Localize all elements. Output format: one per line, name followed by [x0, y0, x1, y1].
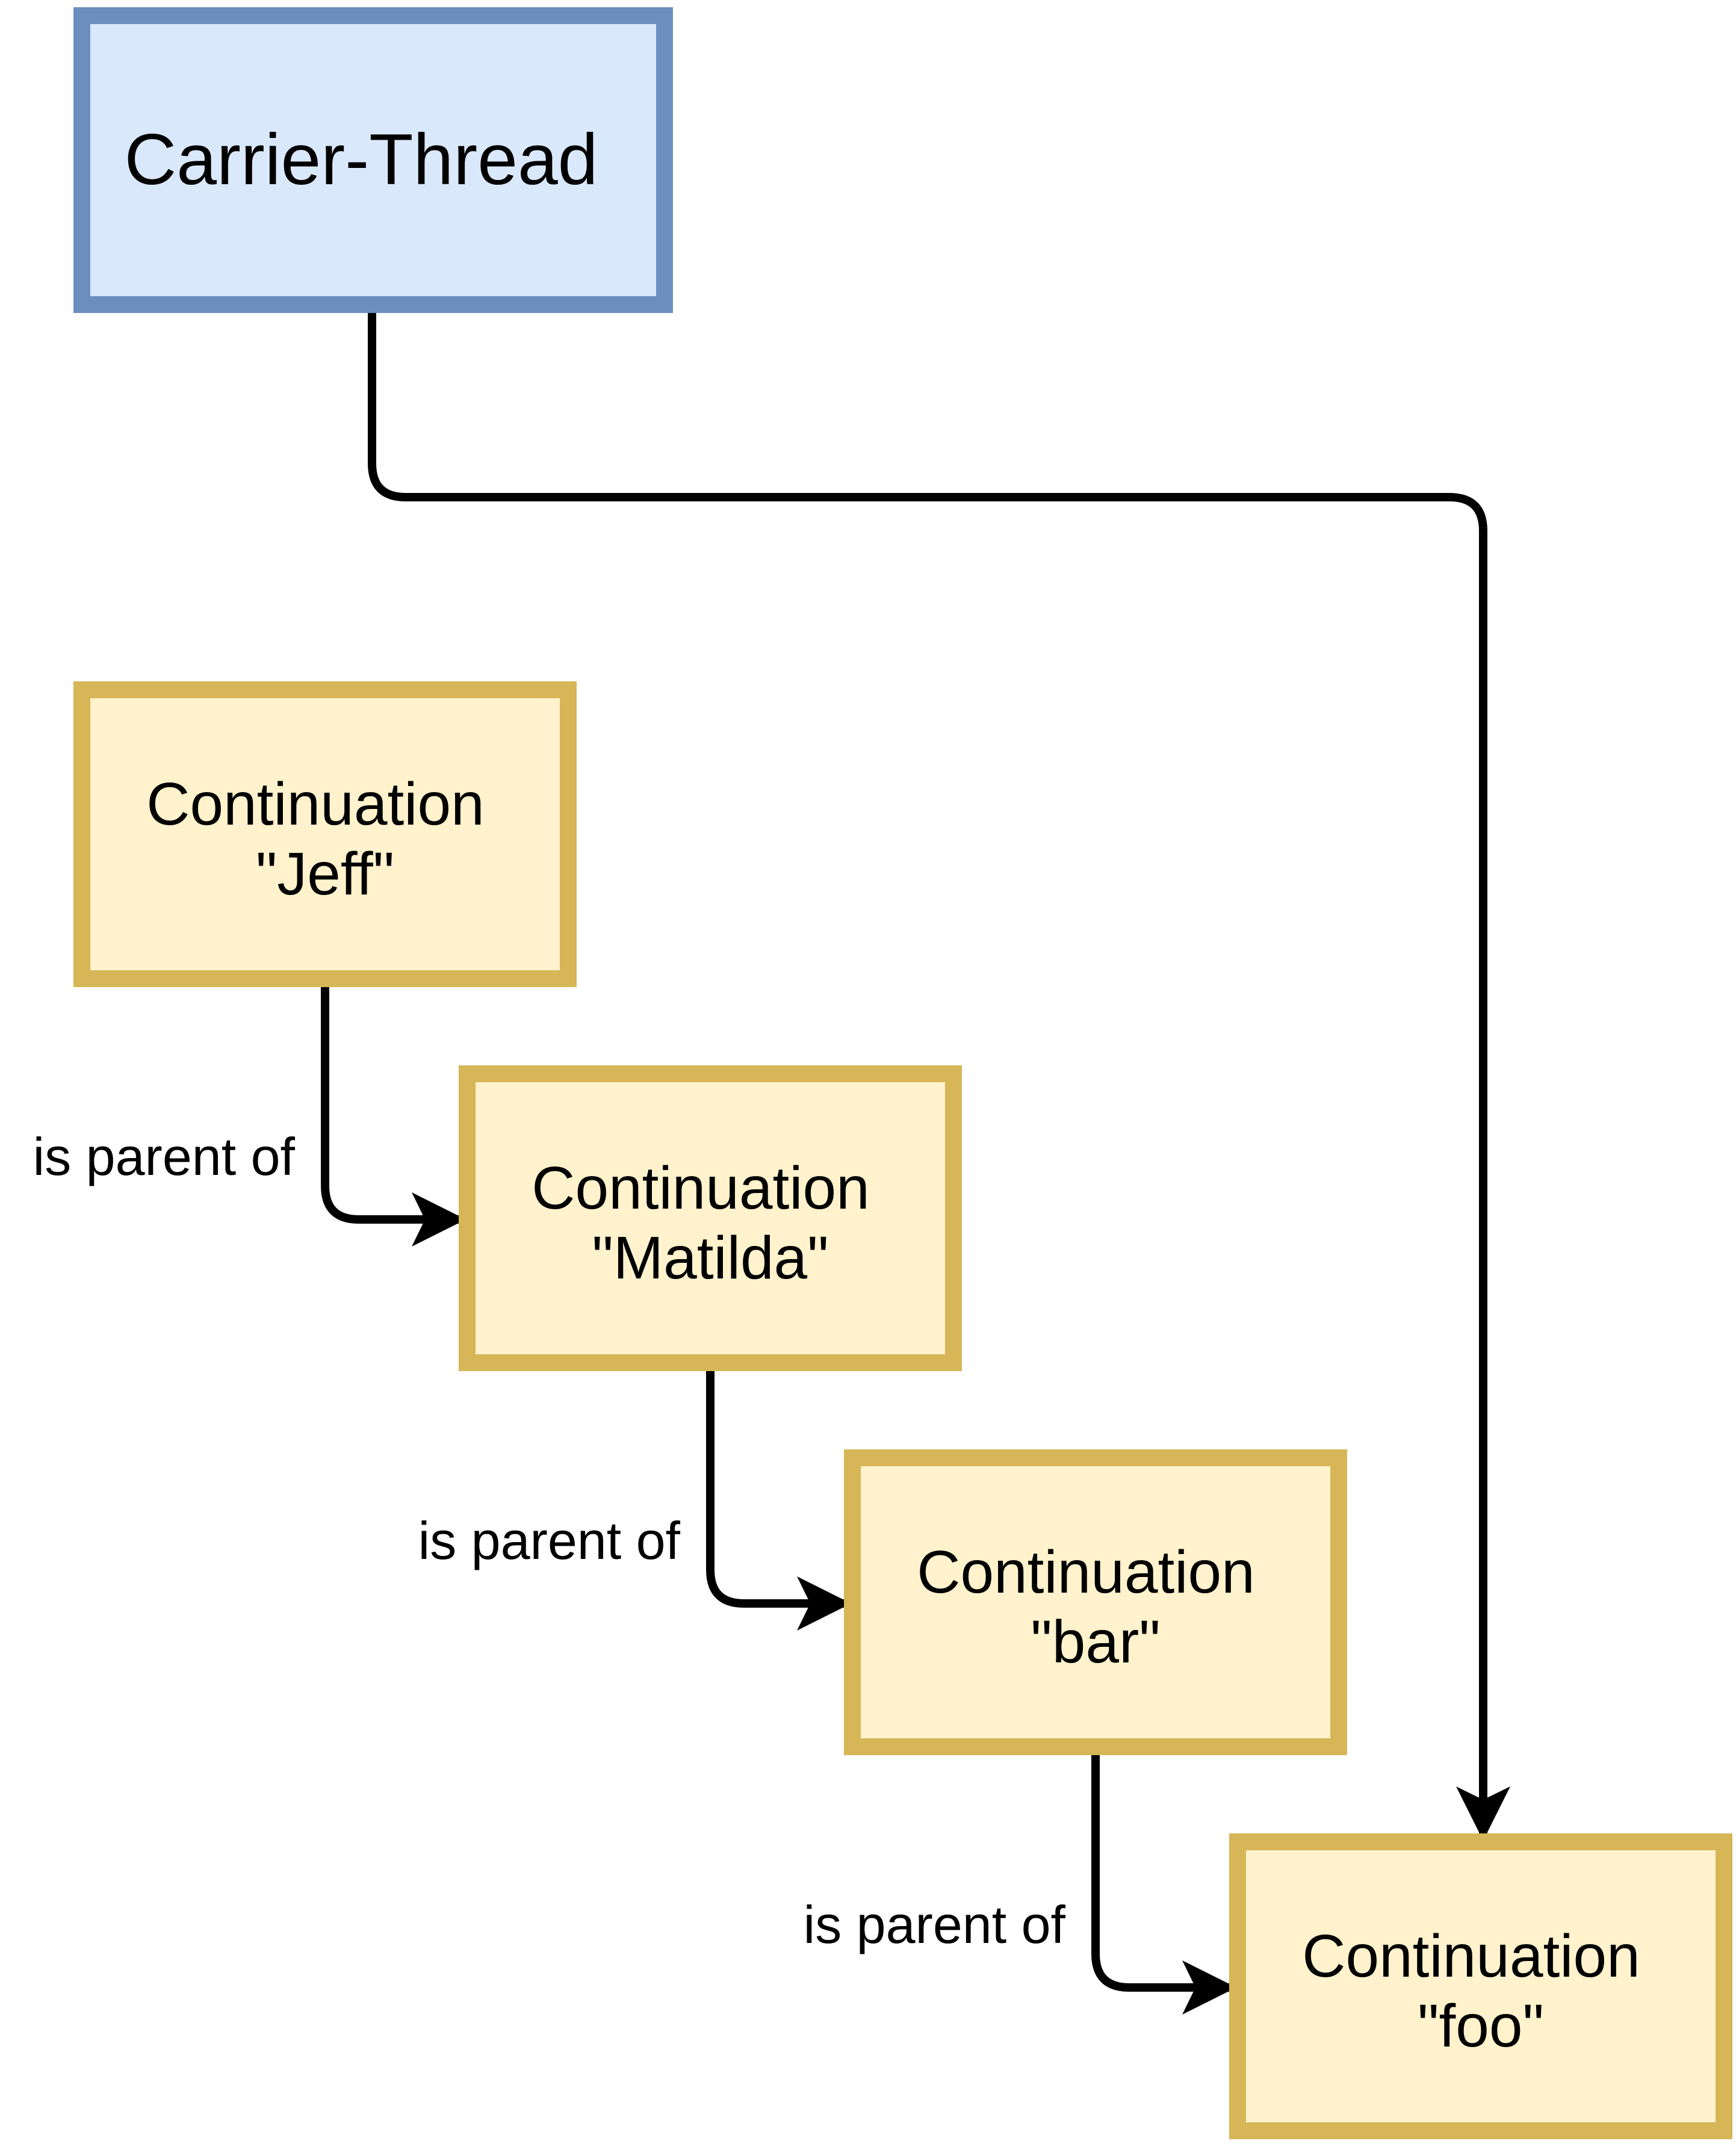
carrier-thread-box — [73, 7, 673, 313]
edge-jeff-to-matilda — [321, 982, 466, 1247]
edge-carrier-to-foo — [368, 309, 1510, 1841]
continuation-jeff-node: Continuation "Jeff" — [73, 681, 577, 987]
edge-matilda-to-bar — [706, 1366, 851, 1631]
edge-bar-to-foo — [1091, 1750, 1236, 2015]
edge-label-matilda-bar: is parent of — [418, 1511, 681, 1570]
continuation-jeff-name: "Jeff" — [256, 840, 394, 908]
carrier-thread-node: Carrier-Thread — [73, 7, 673, 313]
edge-label-bar-foo: is parent of — [804, 1895, 1066, 1954]
continuation-foo-name: "foo" — [1418, 1992, 1544, 2060]
continuation-jeff-title: Continuation — [146, 770, 485, 838]
carrier-thread-label: Carrier-Thread — [125, 119, 598, 200]
continuation-bar-node: Continuation "bar" — [844, 1449, 1347, 1755]
continuation-foo-node: Continuation "foo" — [1229, 1833, 1732, 2139]
continuation-matilda-node: Continuation "Matilda" — [459, 1065, 962, 1371]
continuation-foo-title: Continuation — [1302, 1922, 1640, 1990]
continuation-matilda-name: "Matilda" — [592, 1224, 828, 1292]
continuation-foo-box — [1229, 1833, 1732, 2139]
continuation-bar-name: "bar" — [1031, 1608, 1161, 1676]
continuation-bar-box — [844, 1449, 1347, 1755]
continuation-matilda-title: Continuation — [532, 1154, 870, 1222]
continuation-jeff-box — [73, 681, 577, 987]
continuation-matilda-box — [459, 1065, 962, 1371]
edges — [321, 309, 1510, 2015]
continuation-bar-title: Continuation — [917, 1538, 1255, 1606]
edge-label-jeff-matilda: is parent of — [33, 1127, 296, 1186]
